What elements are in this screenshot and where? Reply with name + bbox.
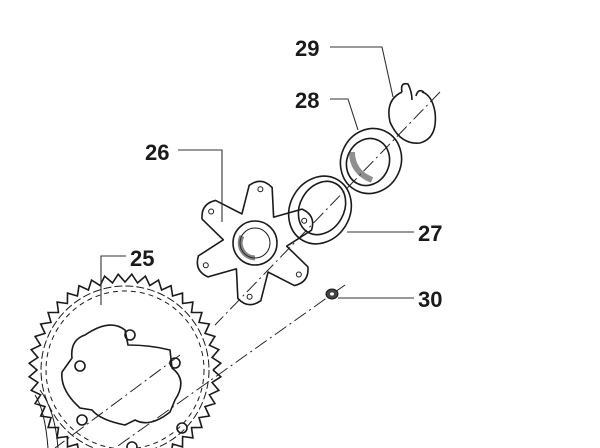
spider-outline: [196, 180, 314, 306]
part-26-spider: [196, 180, 314, 306]
callout-28: 28: [295, 88, 319, 113]
sprocket-center-cutout: [61, 324, 182, 426]
leader-29: [330, 46, 394, 98]
leader-25: [100, 255, 126, 305]
circlip-ears: [400, 82, 425, 101]
sprocket-ring-inner: [40, 285, 210, 448]
main-axis-line: [214, 91, 441, 326]
leader-28: [330, 98, 359, 131]
part-27-ring: [287, 175, 353, 245]
ring-inner: [297, 180, 347, 236]
bearing-outer: [339, 127, 403, 195]
callout-29: 29: [295, 36, 319, 61]
spider-bolt-hole: [295, 271, 302, 278]
bore-shading: [237, 234, 256, 261]
circlip-body: [388, 91, 437, 144]
spider-hub: [232, 220, 278, 266]
callout-27: 27: [418, 221, 442, 246]
part-28-bearing: [339, 127, 403, 195]
sprocket-ring-inner2: [45, 290, 205, 448]
ring-outer: [287, 175, 353, 245]
nut-hole: [330, 292, 334, 296]
leader-26: [178, 149, 223, 222]
sprocket-bolt-hole: [126, 441, 138, 448]
sprocket-bolt-hole: [76, 414, 88, 426]
sprocket-bolt-hole: [169, 357, 181, 369]
part-29-circlip: [388, 82, 437, 144]
callout-30: 30: [418, 287, 442, 312]
spider-bolt-hole: [246, 293, 253, 300]
sprocket-teeth: [27, 272, 223, 448]
callout-26: 26: [145, 140, 169, 165]
main-axis-line-lower: [54, 354, 181, 448]
spider-bolt-hole: [208, 208, 215, 215]
part-25-sprocket: [27, 272, 223, 448]
sprocket-bolt-hole: [124, 329, 136, 341]
sprocket-bolt-hole: [176, 422, 188, 434]
spider-bolt-hole: [202, 262, 209, 269]
bolt-axis-line: [114, 284, 346, 448]
partial-wheel-edge: [34, 389, 59, 448]
part-30-nut: [325, 288, 339, 300]
bearing-shading: [349, 151, 374, 183]
spider-bolt-hole: [301, 217, 308, 224]
callout-25: 25: [130, 246, 154, 271]
spider-bolt-hole: [257, 186, 264, 193]
bearing-inner: [345, 137, 391, 187]
sprocket-bolt-hole: [74, 360, 86, 372]
